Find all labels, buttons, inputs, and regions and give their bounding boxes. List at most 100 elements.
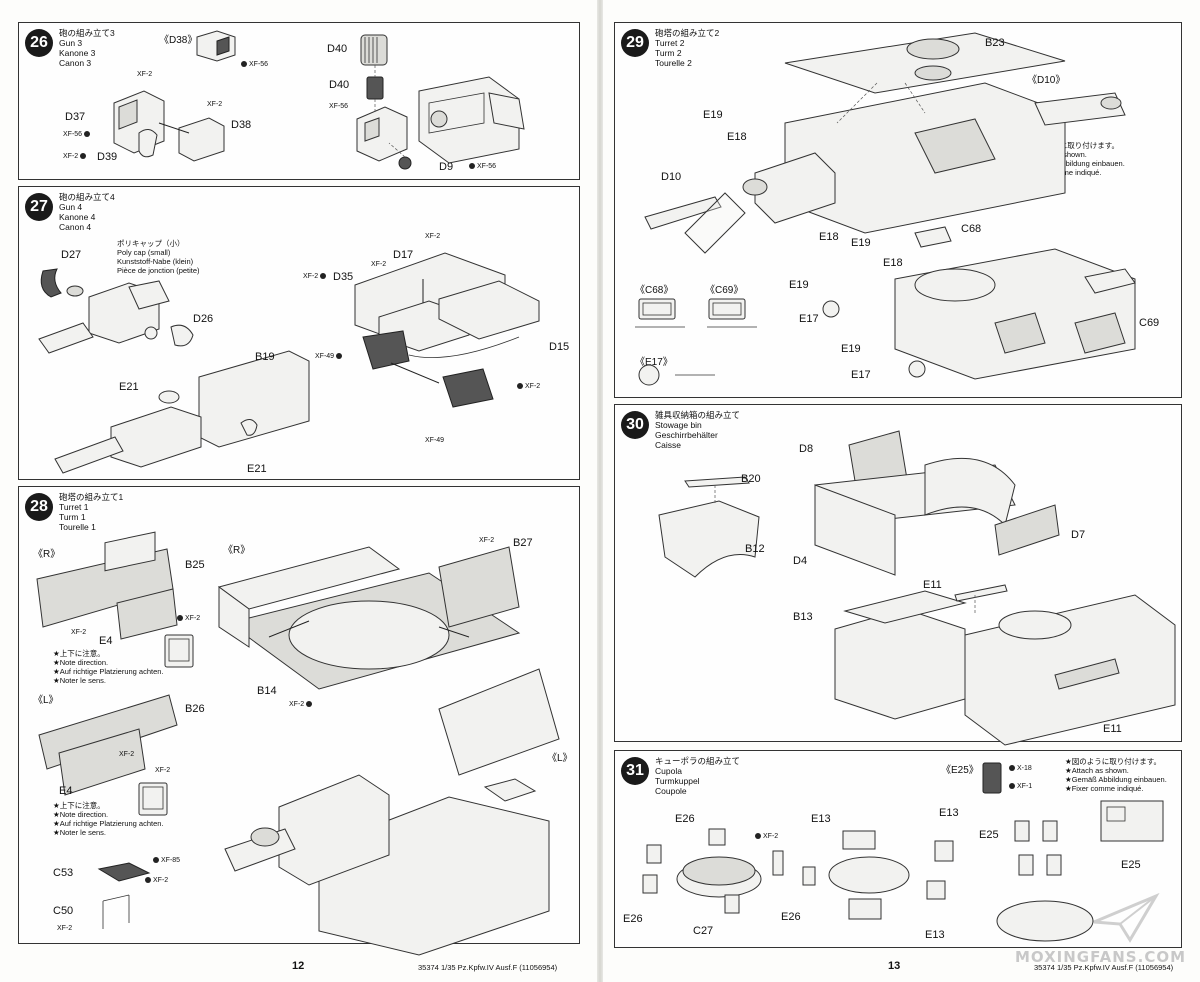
part-label-e21-b: E21 — [247, 463, 267, 475]
step-number: 28 — [25, 493, 53, 521]
part-label-e4-l: E4 — [59, 785, 73, 797]
part-label-e21-a: E21 — [119, 381, 139, 393]
part-label-b19: B19 — [255, 351, 275, 363]
left-page: 26 砲の組み立て3 Gun 3 Kanone 3 Canon 3 — [18, 22, 580, 972]
paint-label: XF-2 — [753, 833, 778, 840]
part-label-e19-c: E19 — [789, 279, 809, 291]
gun-4-illustration — [38, 252, 540, 474]
step-number: 29 — [621, 29, 649, 57]
step-number: 31 — [621, 757, 649, 785]
part-label-e11-a: E11 — [923, 579, 942, 591]
part-label-d38: D38 — [231, 119, 252, 131]
callout-c69: 《C69》 — [705, 285, 744, 296]
right-page: 29 砲塔の組み立て2 Turret 2 Turm 2 Tourelle 2 《… — [600, 0, 1200, 982]
part-label-e17-a: E17 — [799, 313, 819, 325]
paint-label: XF-2 — [303, 273, 328, 280]
paint-label: X-18 — [1007, 765, 1032, 772]
paint-label: XF-2 — [57, 925, 73, 932]
watermark-logo — [1093, 892, 1160, 943]
part-label-b12: B12 — [745, 543, 765, 555]
direction-note-l: ★上下に注意。 ★Note direction. ★Auf richtige P… — [53, 801, 164, 837]
part-label-d27: D27 — [61, 249, 82, 261]
part-label-d37: D37 — [65, 111, 86, 123]
part-label-e11-b: E11 — [1103, 723, 1122, 735]
part-label-e26-a: E26 — [675, 813, 695, 825]
callout-r-main: 《R》 — [223, 545, 251, 556]
callout-e25: 《E25》 — [941, 765, 979, 776]
part-label-b20: B20 — [741, 473, 761, 485]
part-label-c53: C53 — [53, 867, 74, 879]
direction-note-r: ★上下に注意。 ★Note direction. ★Auf richtige P… — [53, 649, 164, 685]
callout-d10: 《D10》 — [1027, 75, 1066, 86]
paint-label: XF-56 — [63, 131, 92, 138]
part-label-b23: B23 — [985, 37, 1005, 49]
paint-label: XF-1 — [1007, 783, 1032, 790]
turret-2-illustration — [635, 32, 1136, 386]
step-number: 30 — [621, 411, 649, 439]
footer-code-right: 35374 1/35 Pz.Kpfw.IV Ausf.F (11056954) — [1034, 963, 1174, 972]
paint-label: XF-49 — [425, 437, 445, 444]
part-label-e18-b: E18 — [819, 231, 839, 243]
step-28-panel: 28 砲塔の組み立て1 Turret 1 Turm 1 Tourelle 1 《… — [18, 486, 580, 956]
paint-label: XF-2 — [71, 629, 87, 636]
paint-label: XF-2 — [119, 751, 135, 758]
part-label-e4-r: E4 — [99, 635, 113, 647]
part-label-d15: D15 — [549, 341, 570, 353]
paint-label: XF-2 — [143, 877, 168, 884]
part-label-d7: D7 — [1071, 529, 1086, 541]
paint-label: XF-56 — [467, 163, 496, 170]
part-label-b13: B13 — [793, 611, 813, 623]
part-label-e26-c: E26 — [781, 911, 801, 923]
gun-assembly-illustration — [113, 30, 525, 170]
paint-label: XF-2 — [207, 101, 223, 108]
paint-label: XF-2 — [425, 233, 441, 240]
callout-c68: 《C68》 — [635, 285, 674, 296]
paint-label: XF-2 — [371, 261, 387, 268]
part-label-c27: C27 — [693, 925, 714, 937]
paint-label: XF-2 — [175, 615, 200, 622]
part-label-e19-b: E19 — [851, 237, 871, 249]
step-26-panel: 26 砲の組み立て3 Gun 3 Kanone 3 Canon 3 — [18, 22, 580, 180]
polycap-note: ポリキャップ（小） Poly cap (small) Kunststoff-Na… — [117, 239, 200, 275]
paint-label: XF-56 — [239, 61, 268, 68]
part-label-d17: D17 — [393, 249, 414, 261]
step-title: 砲の組み立て3 Gun 3 Kanone 3 Canon 3 — [59, 28, 115, 68]
part-label-d8: D8 — [799, 443, 814, 455]
step-27-panel: 27 砲の組み立て4 Gun 4 Kanone 4 Canon 4 ポリキャップ… — [18, 186, 580, 480]
part-label-b25: B25 — [185, 559, 205, 571]
paint-label: XF-49 — [315, 353, 344, 360]
page-number-right: 13 — [888, 960, 901, 972]
part-label-b27: B27 — [513, 537, 533, 549]
paint-label: XF-2 — [137, 71, 153, 78]
part-label-c68: C68 — [961, 223, 982, 235]
part-label-d4: D4 — [793, 555, 808, 567]
part-label-d35: D35 — [333, 271, 354, 283]
part-label-e19-d: E19 — [841, 343, 861, 355]
part-label-e18-c: E18 — [883, 257, 903, 269]
footer-code-left: 35374 1/35 Pz.Kpfw.IV Ausf.F (11056954) — [418, 963, 558, 972]
part-label-d10: D10 — [661, 171, 682, 183]
part-label-d9: D9 — [439, 161, 454, 173]
callout-e17: 《E17》 — [635, 357, 673, 368]
part-label-e17-b: E17 — [851, 369, 871, 381]
cupola-illustration — [642, 762, 1164, 942]
step-number: 27 — [25, 193, 53, 221]
part-label-e13-c: E13 — [925, 929, 945, 941]
part-label-b14: B14 — [257, 685, 277, 697]
paint-label: XF-2 — [479, 537, 495, 544]
step-title: キューポラの組み立て Cupola Turmkuppel Coupole — [655, 756, 741, 796]
part-label-e13-b: E13 — [939, 807, 959, 819]
callout-l-main: 《L》 — [547, 753, 573, 764]
paint-label: XF-2 — [155, 767, 171, 774]
part-label-e26-b: E26 — [623, 913, 643, 925]
callout-r: 《R》 — [33, 549, 61, 560]
watermark-text: MOXINGFANS.COM — [1014, 948, 1186, 966]
part-label-c69: C69 — [1139, 317, 1160, 329]
part-label-d40-b: D40 — [329, 79, 350, 91]
step-31-panel: 31 キューポラの組み立て Cupola Turmkuppel Coupole … — [614, 750, 1182, 948]
part-label-d40-a: D40 — [327, 43, 348, 55]
step-number: 26 — [25, 29, 53, 57]
paint-label: XF-2 — [289, 701, 314, 708]
part-label-e25-a: E25 — [979, 829, 999, 841]
part-label-b26: B26 — [185, 703, 205, 715]
